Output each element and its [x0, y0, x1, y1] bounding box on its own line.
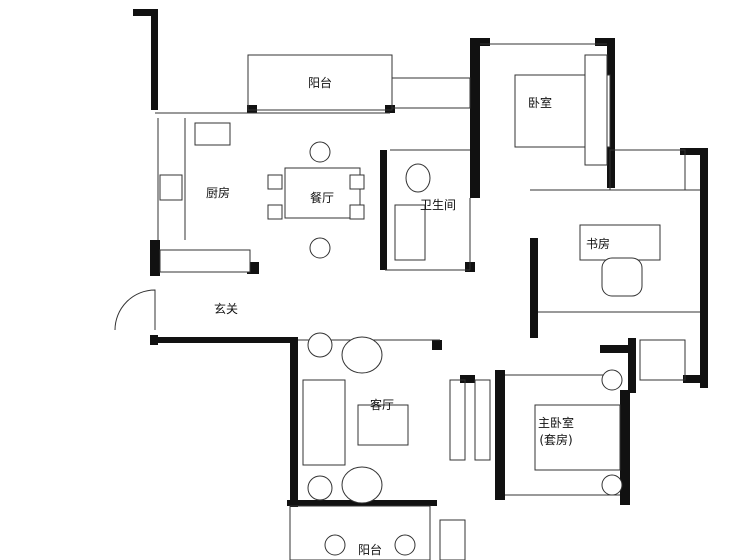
label-master-bedroom: 主卧室: [538, 415, 574, 430]
label-kitchen: 厨房: [206, 185, 230, 200]
label-study: 书房: [586, 236, 610, 251]
room-labels: 阳台 卧室 厨房 餐厅 卫生间 书房 玄关 客厅 主卧室 (套房) 阳台: [206, 75, 610, 557]
label-dining: 餐厅: [310, 190, 334, 205]
label-balcony-bottom: 阳台: [358, 542, 382, 557]
label-living: 客厅: [370, 397, 394, 412]
label-master-suite-note: (套房): [539, 432, 572, 447]
furniture: [159, 54, 661, 556]
label-bedroom: 卧室: [528, 95, 552, 110]
label-balcony-top: 阳台: [308, 75, 332, 90]
walls: [133, 9, 708, 507]
label-bathroom: 卫生间: [420, 198, 456, 212]
label-entrance: 玄关: [214, 301, 238, 316]
